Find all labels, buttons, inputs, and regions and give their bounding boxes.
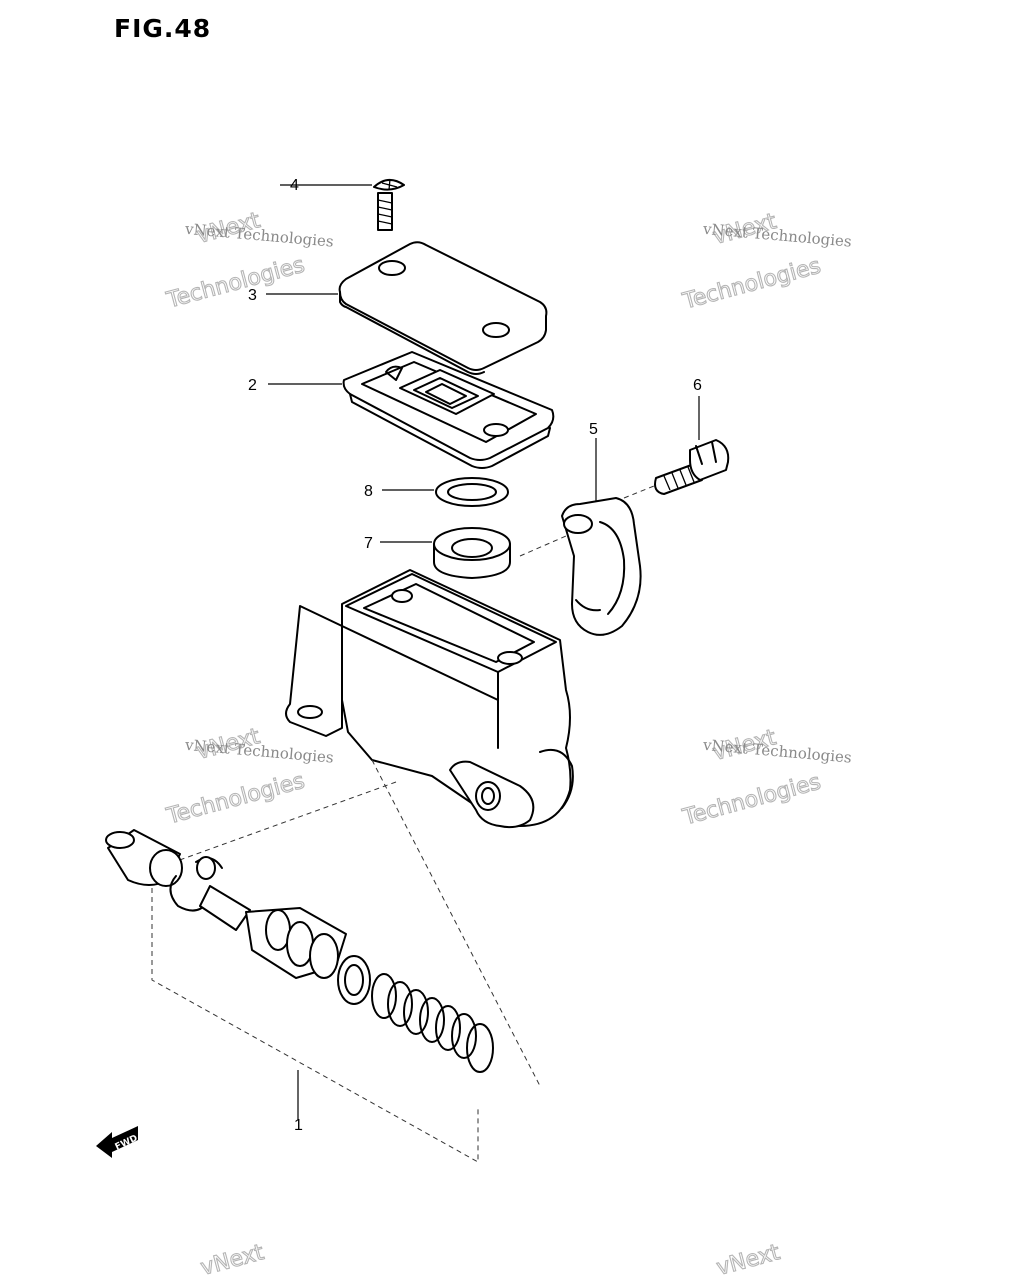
watermark-mid-right: vNext Technologies vNext Technologies	[679, 725, 852, 832]
callout-7[interactable]: 7	[364, 535, 373, 552]
callout-2[interactable]: 2	[248, 377, 257, 394]
watermark-bottom-right: vNext	[714, 1240, 784, 1280]
callout-5[interactable]: 5	[589, 421, 598, 438]
part-3-reservoir-cover[interactable]	[338, 241, 548, 375]
callout-1[interactable]: 1	[294, 1117, 303, 1134]
watermark-bottom-left: vNext	[198, 1240, 268, 1280]
svg-text:Technologies: Technologies	[163, 253, 307, 314]
callout-6[interactable]: 6	[693, 377, 702, 394]
svg-text:Technologies: Technologies	[163, 769, 307, 830]
callout-3[interactable]: 3	[248, 287, 257, 304]
part-2-diaphragm[interactable]	[342, 351, 555, 469]
watermark-top-right: vNext Technologies vNext Technologies	[679, 209, 852, 316]
figure-title: FIG.48	[114, 14, 212, 43]
fwd-arrow-icon: FWD	[96, 1126, 139, 1158]
part-5-clamp[interactable]	[561, 497, 642, 636]
part-8-ring[interactable]	[435, 477, 509, 507]
svg-text:vNext: vNext	[198, 1240, 267, 1280]
part-7-bellows-plate[interactable]	[433, 527, 511, 579]
callout-8[interactable]: 8	[364, 483, 373, 500]
svg-text:vNext: vNext	[714, 1240, 783, 1280]
svg-text:Technologies: Technologies	[680, 770, 824, 831]
part-4-screw[interactable]	[373, 178, 405, 231]
master-cylinder-body[interactable]	[285, 569, 574, 829]
part-6-bolt[interactable]	[654, 439, 730, 495]
part-1-piston-assembly[interactable]	[105, 829, 494, 1073]
svg-text:Technologies: Technologies	[680, 254, 824, 315]
callout-4[interactable]: 4	[290, 177, 299, 194]
